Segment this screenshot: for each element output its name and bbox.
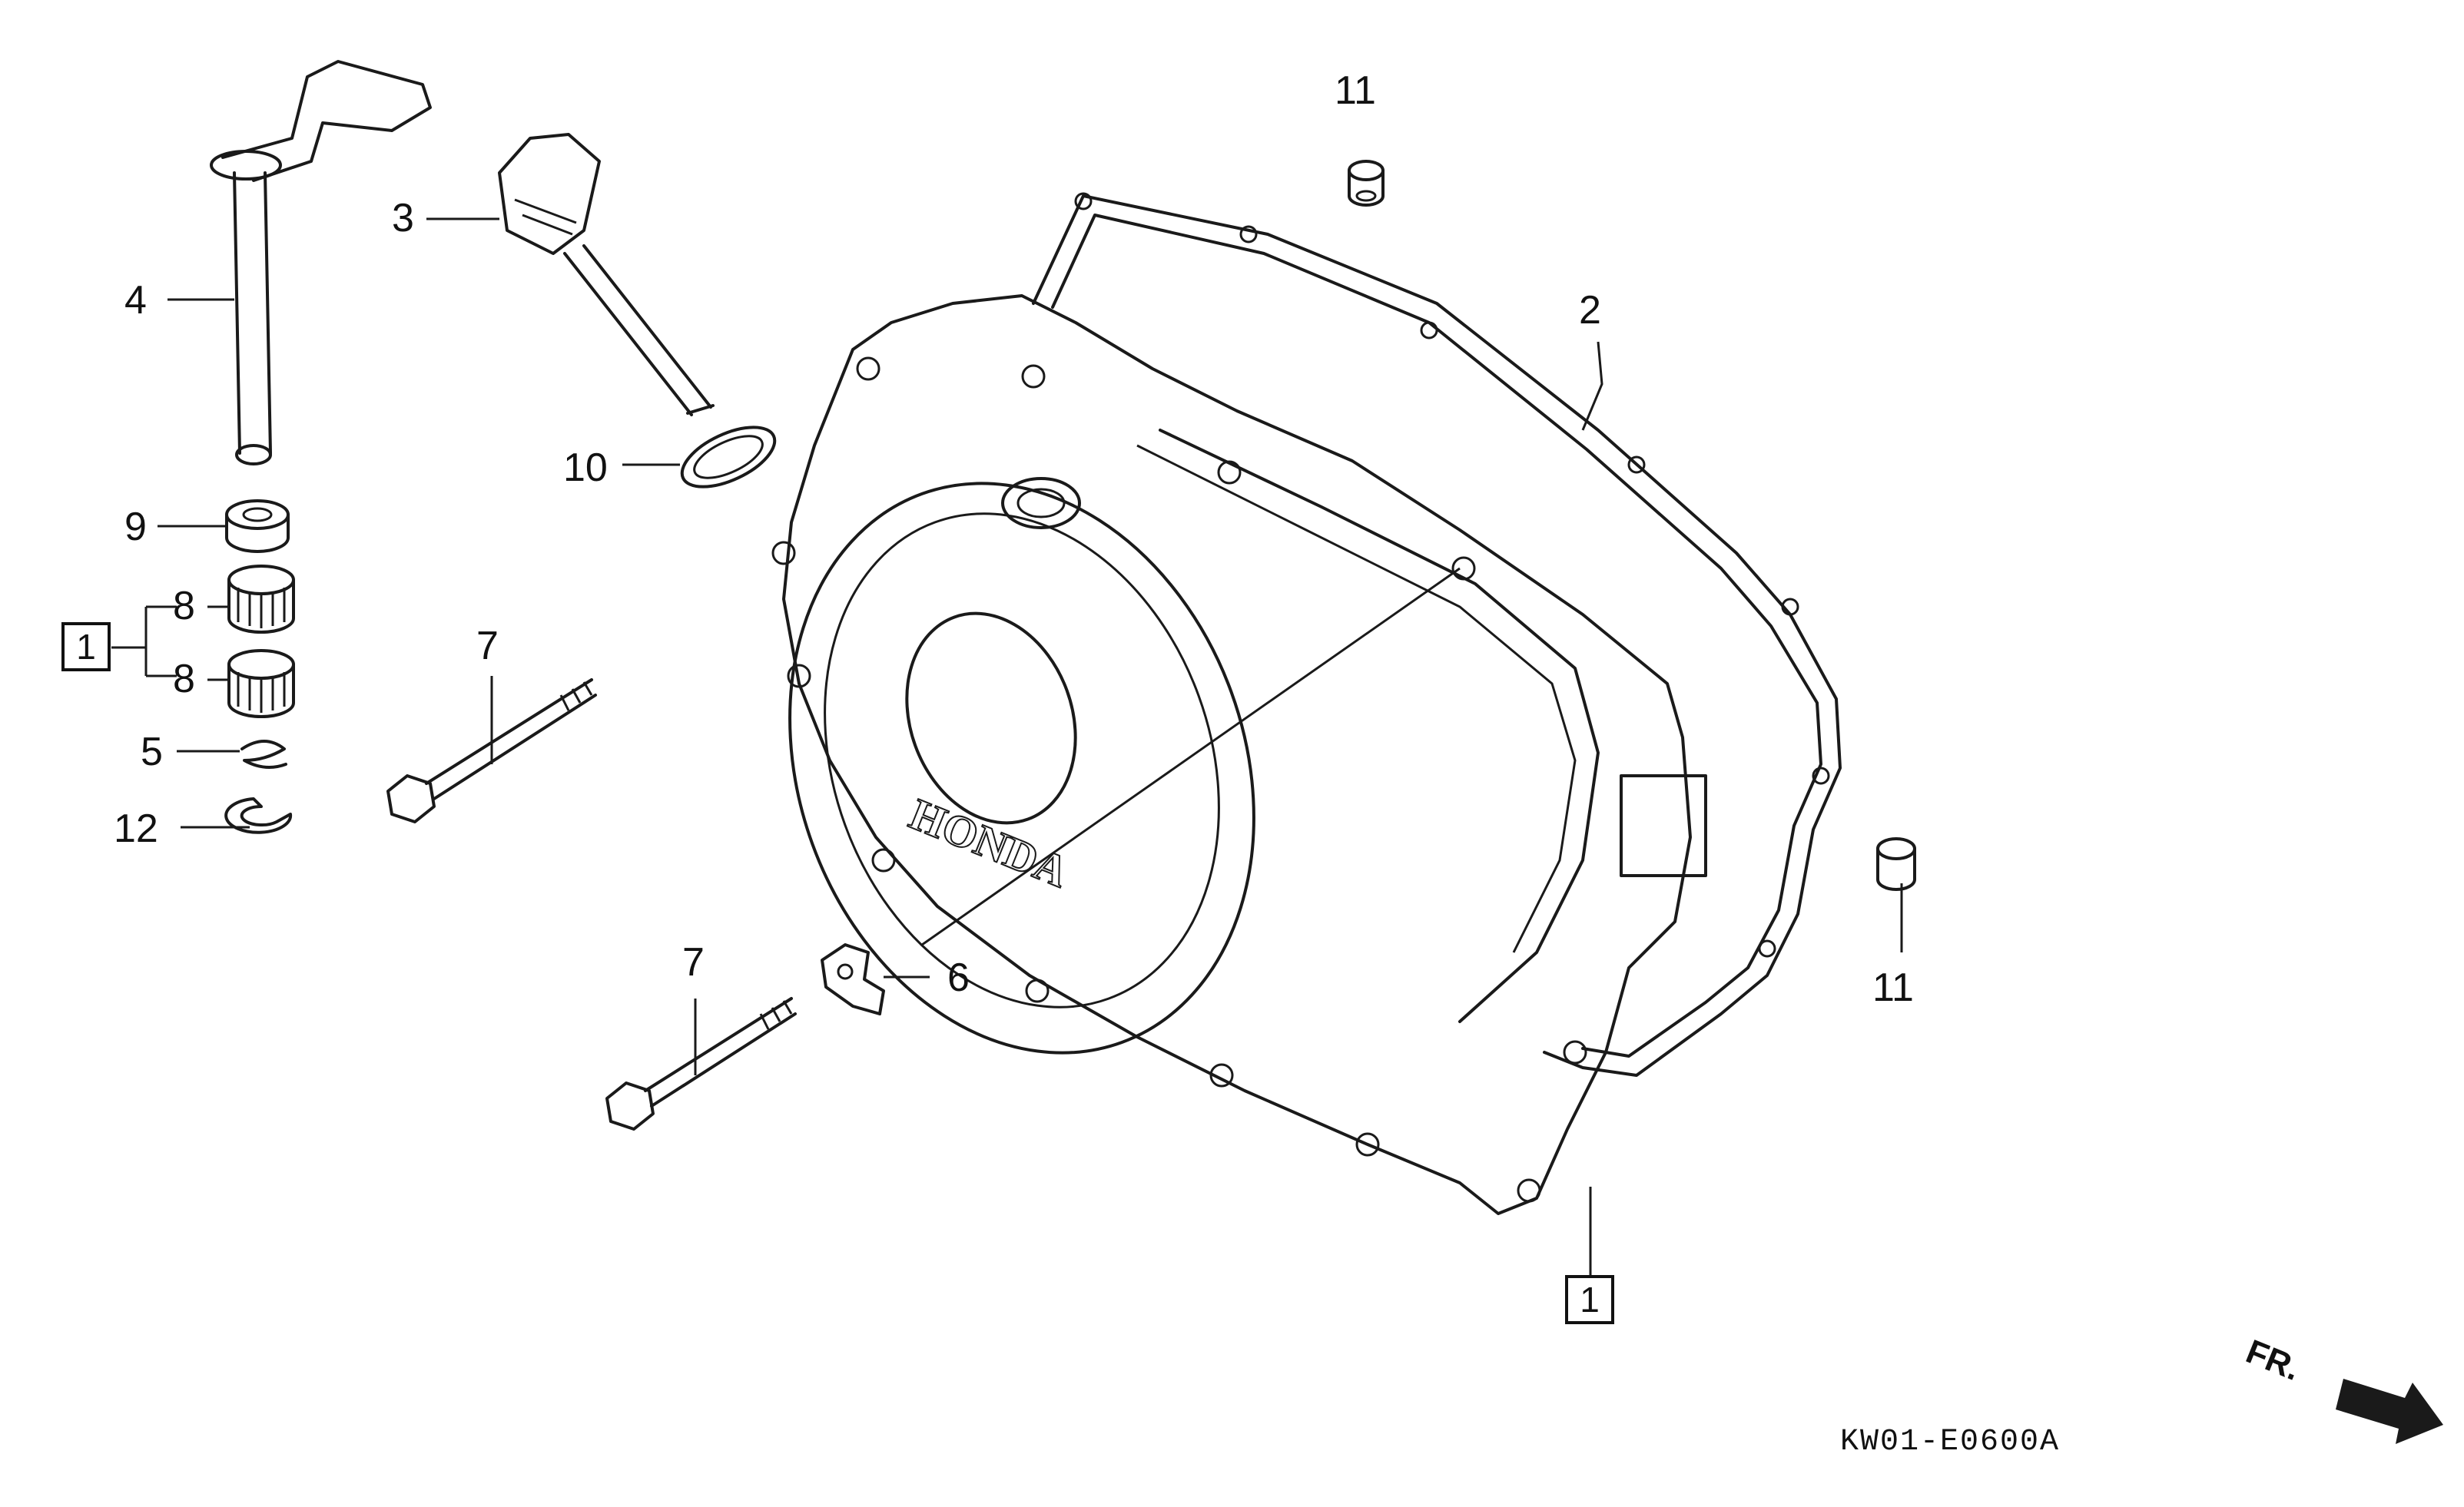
needle-bearing-part-8-lower: [227, 649, 295, 718]
boxed-label-1-bottom: 1: [1565, 1275, 1614, 1324]
oil-filler-cap-part-3: [498, 133, 715, 416]
boxed-label-1-left: 1: [61, 622, 111, 671]
shaft-part-4: [210, 60, 432, 465]
clamp-part-6: [821, 943, 885, 1015]
callout-10: 10: [563, 445, 608, 490]
dowel-pin-part-11-right: [1876, 837, 1916, 891]
snap-ring-part-12: [224, 797, 293, 834]
bolt-part-7-upper: [386, 678, 597, 823]
callout-12: 12: [114, 806, 158, 851]
callout-3: 3: [392, 196, 414, 240]
dowel-pin-part-11-top: [1348, 160, 1385, 207]
callout-6: 6: [947, 956, 970, 1000]
callout-11-right: 11: [1872, 965, 1914, 1010]
callout-9: 9: [124, 505, 147, 549]
diagram-code: KW01-E0600A: [1840, 1425, 2061, 1459]
callout-4: 4: [124, 278, 147, 323]
front-direction-arrow: [2336, 1379, 2443, 1444]
leader-lines: [111, 217, 1903, 1275]
callout-11-top: 11: [1335, 68, 1376, 113]
callout-8-lower: 8: [173, 657, 195, 701]
callout-2: 2: [1579, 288, 1601, 333]
bolt-part-7-lower: [605, 997, 797, 1131]
o-ring-part-10: [680, 426, 777, 489]
callout-7-left: 7: [476, 624, 499, 668]
oil-seal-part-9: [225, 499, 290, 553]
gasket-part-2: [1032, 192, 1842, 1077]
callout-8-upper: 8: [173, 584, 195, 628]
spring-part-5: [240, 740, 287, 769]
callout-7-bottom: 7: [682, 940, 705, 985]
callout-5: 5: [141, 730, 163, 774]
needle-bearing-part-8-upper: [227, 565, 295, 634]
crankcase-cover: HONDA: [771, 294, 1707, 1215]
